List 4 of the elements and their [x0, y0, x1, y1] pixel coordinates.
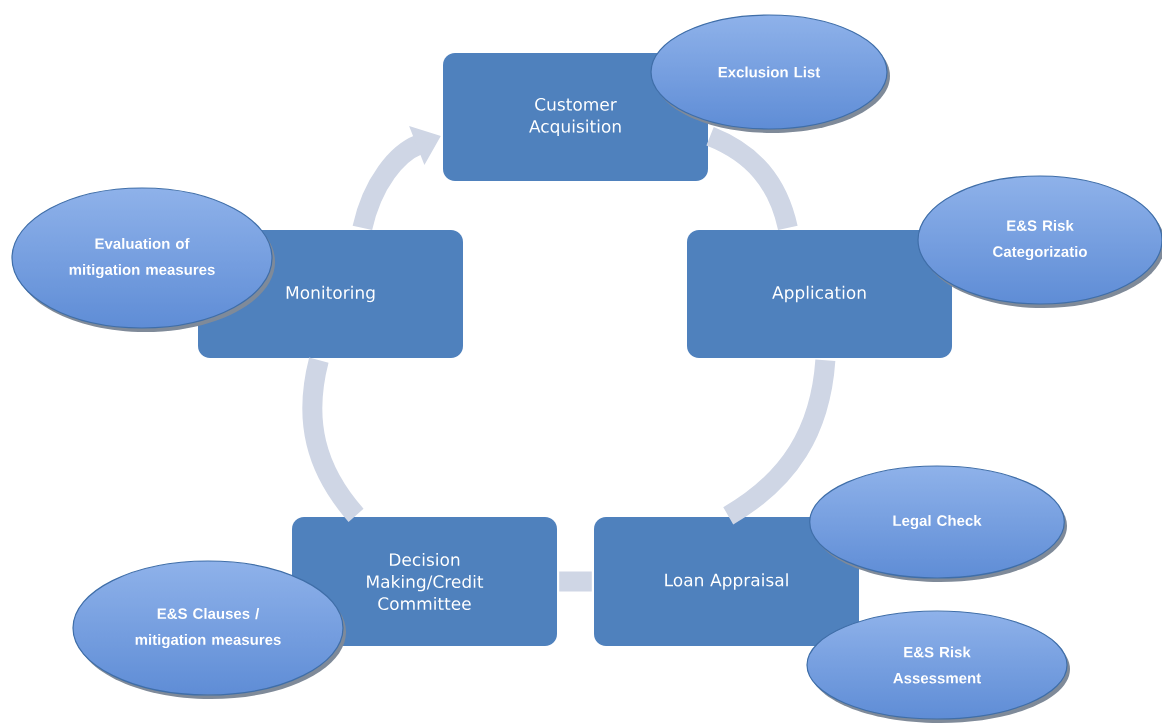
process-box: Customer Acquisition	[443, 53, 708, 181]
process-box: Decision Making/Credit Committee	[292, 517, 557, 646]
process-box: Application	[687, 230, 952, 358]
process-box: Loan Appraisal	[594, 517, 859, 646]
